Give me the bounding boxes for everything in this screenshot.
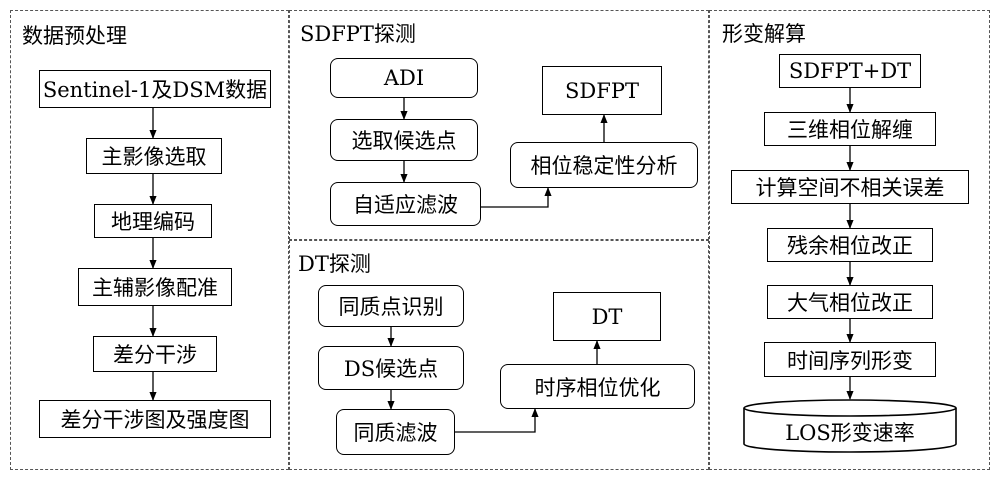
arrow-filter-stability — [481, 187, 552, 208]
result-dt: DT — [553, 292, 661, 341]
step-phase-stability: 相位稳定性分析 — [510, 142, 698, 188]
panel-deform — [709, 10, 990, 470]
result-sdfpt: SDFPT — [542, 66, 662, 115]
panel-dt — [289, 240, 709, 470]
step-diff-interferometry: 差分干涉 — [93, 336, 217, 372]
panel-preprocess — [10, 10, 289, 470]
step-residual-phase: 残余相位改正 — [767, 228, 933, 262]
step-sdfpt-dt: SDFPT+DT — [779, 54, 921, 88]
preprocess-title: 数据预处理 — [22, 24, 127, 48]
step-atmospheric-phase: 大气相位改正 — [767, 285, 933, 319]
step-time-series: 时间序列形变 — [764, 342, 936, 377]
step-adaptive-filter: 自适应滤波 — [330, 182, 481, 226]
step-homogeneous-filter: 同质滤波 — [336, 409, 455, 455]
step-homogeneous-points: 同质点识别 — [318, 285, 464, 327]
deform-title: 形变解算 — [722, 22, 806, 46]
step-sentinel-dsm-data: Sentinel-1及DSM数据 — [39, 70, 271, 108]
step-spatial-uncorrelated-error: 计算空间不相关误差 — [731, 170, 969, 204]
sdfpt-title: SDFPT探测 — [300, 22, 416, 46]
step-coregistration: 主辅影像配准 — [78, 268, 232, 306]
result-los-cylinder — [743, 399, 957, 453]
arrow-filter-optimize — [455, 408, 539, 433]
step-select-candidates: 选取候选点 — [330, 119, 478, 161]
step-phase-optimization: 时序相位优化 — [500, 364, 695, 409]
step-ds-candidates: DS候选点 — [318, 346, 464, 390]
step-adi: ADI — [330, 58, 478, 98]
step-3d-unwrapping: 三维相位解缠 — [764, 112, 936, 146]
dt-title: DT探测 — [298, 252, 371, 276]
panel-sdfpt — [289, 10, 709, 240]
step-interferogram-intensity: 差分干涉图及强度图 — [39, 400, 271, 438]
step-geocoding: 地理编码 — [94, 204, 212, 238]
result-los-rate: LOS形变速率 — [785, 421, 915, 445]
step-master-selection: 主影像选取 — [86, 138, 222, 174]
